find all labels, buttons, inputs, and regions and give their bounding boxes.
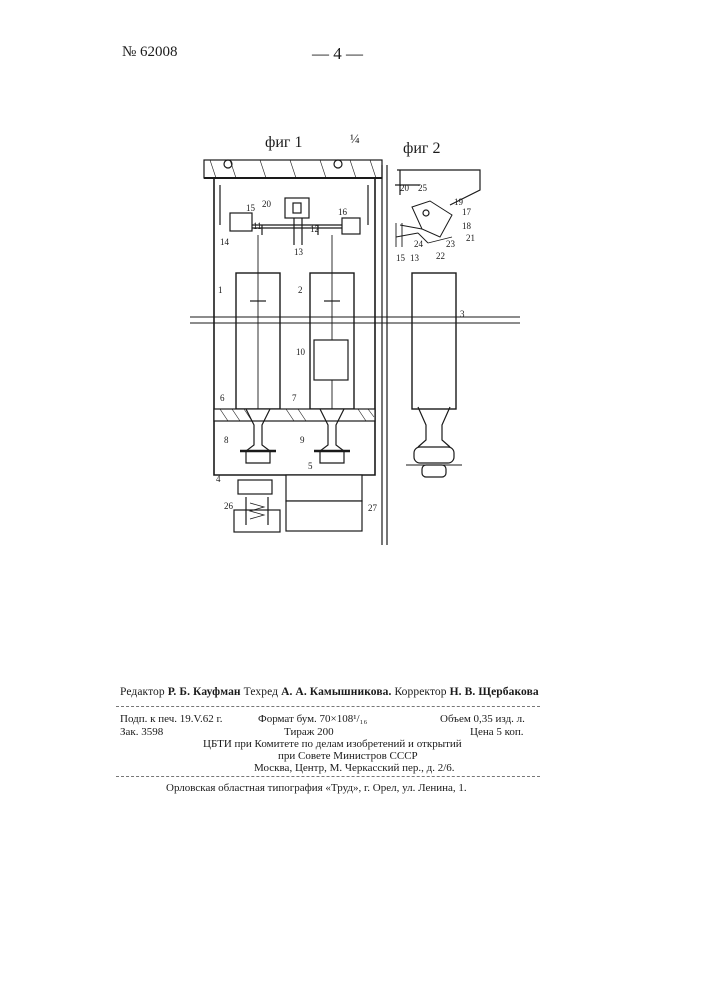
divider-top xyxy=(116,706,540,707)
editor-name: Р. Б. Кауфман xyxy=(168,686,241,698)
credits-line: Редактор Р. Б. Кауфман Техред А. А. Камы… xyxy=(120,686,539,698)
callout: 13 xyxy=(294,247,304,257)
fig1-label: фиг 1 xyxy=(265,134,303,151)
address: Москва, Центр, М. Черкасский пер., д. 2/… xyxy=(254,762,455,774)
callout: 3 xyxy=(460,309,465,319)
techred-name: А. А. Камышникова. xyxy=(281,686,391,698)
fig1-drawing xyxy=(190,160,520,545)
page-number: — 4 — xyxy=(312,44,363,64)
callout: 19 xyxy=(454,197,464,207)
callout: 7 xyxy=(292,393,297,403)
price: Цена 5 коп. xyxy=(470,726,524,738)
paper-format: Формат бум. 70×108¹/₁₆ xyxy=(258,713,367,725)
corrector-label: Корректор xyxy=(394,686,446,698)
callout: 11 xyxy=(253,221,262,231)
corrector-name: Н. В. Щербакова xyxy=(450,686,539,698)
callout: 25 xyxy=(418,183,428,193)
callout: 27 xyxy=(368,503,378,513)
divider-bottom xyxy=(116,776,540,777)
org-line-1: ЦБТИ при Комитете по делам изобретений и… xyxy=(203,738,462,750)
printer: Орловская областная типография «Труд», г… xyxy=(166,782,467,794)
callout: 10 xyxy=(296,347,306,357)
callout: 16 xyxy=(338,207,348,217)
callout: 18 xyxy=(462,221,472,231)
callout: 15 xyxy=(246,203,256,213)
org-line-2: при Совете Министров СССР xyxy=(278,750,418,762)
techred-label: Техред xyxy=(244,686,278,698)
fig2-label: фиг 2 xyxy=(403,140,441,157)
callout: 4 xyxy=(216,474,221,484)
callout: 14 xyxy=(220,237,230,247)
circulation: Тираж 200 xyxy=(284,726,334,738)
callout: 6 xyxy=(220,393,225,403)
callout: 17 xyxy=(462,207,472,217)
callout: 9 xyxy=(300,435,305,445)
technical-drawing: фиг 1 ¼ фиг 2 xyxy=(190,125,520,550)
callout: 21 xyxy=(466,233,475,243)
callout: 20 xyxy=(262,199,272,209)
callout: 24 xyxy=(414,239,424,249)
editor-label: Редактор xyxy=(120,686,165,698)
callout: 12 xyxy=(310,224,319,234)
signed-date: Подп. к печ. 19.V.62 г. xyxy=(120,713,223,725)
callout: 20 xyxy=(400,183,410,193)
callout: 15 xyxy=(396,253,406,263)
callout: 13 xyxy=(410,253,420,263)
callout: 2 xyxy=(298,285,303,295)
fig1-scale: ¼ xyxy=(350,131,360,146)
volume: Объем 0,35 изд. л. xyxy=(440,713,525,725)
callout: 5 xyxy=(308,461,313,471)
order-number: Зак. 3598 xyxy=(120,726,163,738)
callout: 1 xyxy=(218,285,223,295)
callout: 26 xyxy=(224,501,234,511)
callout: 22 xyxy=(436,251,445,261)
patent-number: № 62008 xyxy=(122,44,178,61)
callout: 23 xyxy=(446,239,456,249)
callout: 8 xyxy=(224,435,229,445)
